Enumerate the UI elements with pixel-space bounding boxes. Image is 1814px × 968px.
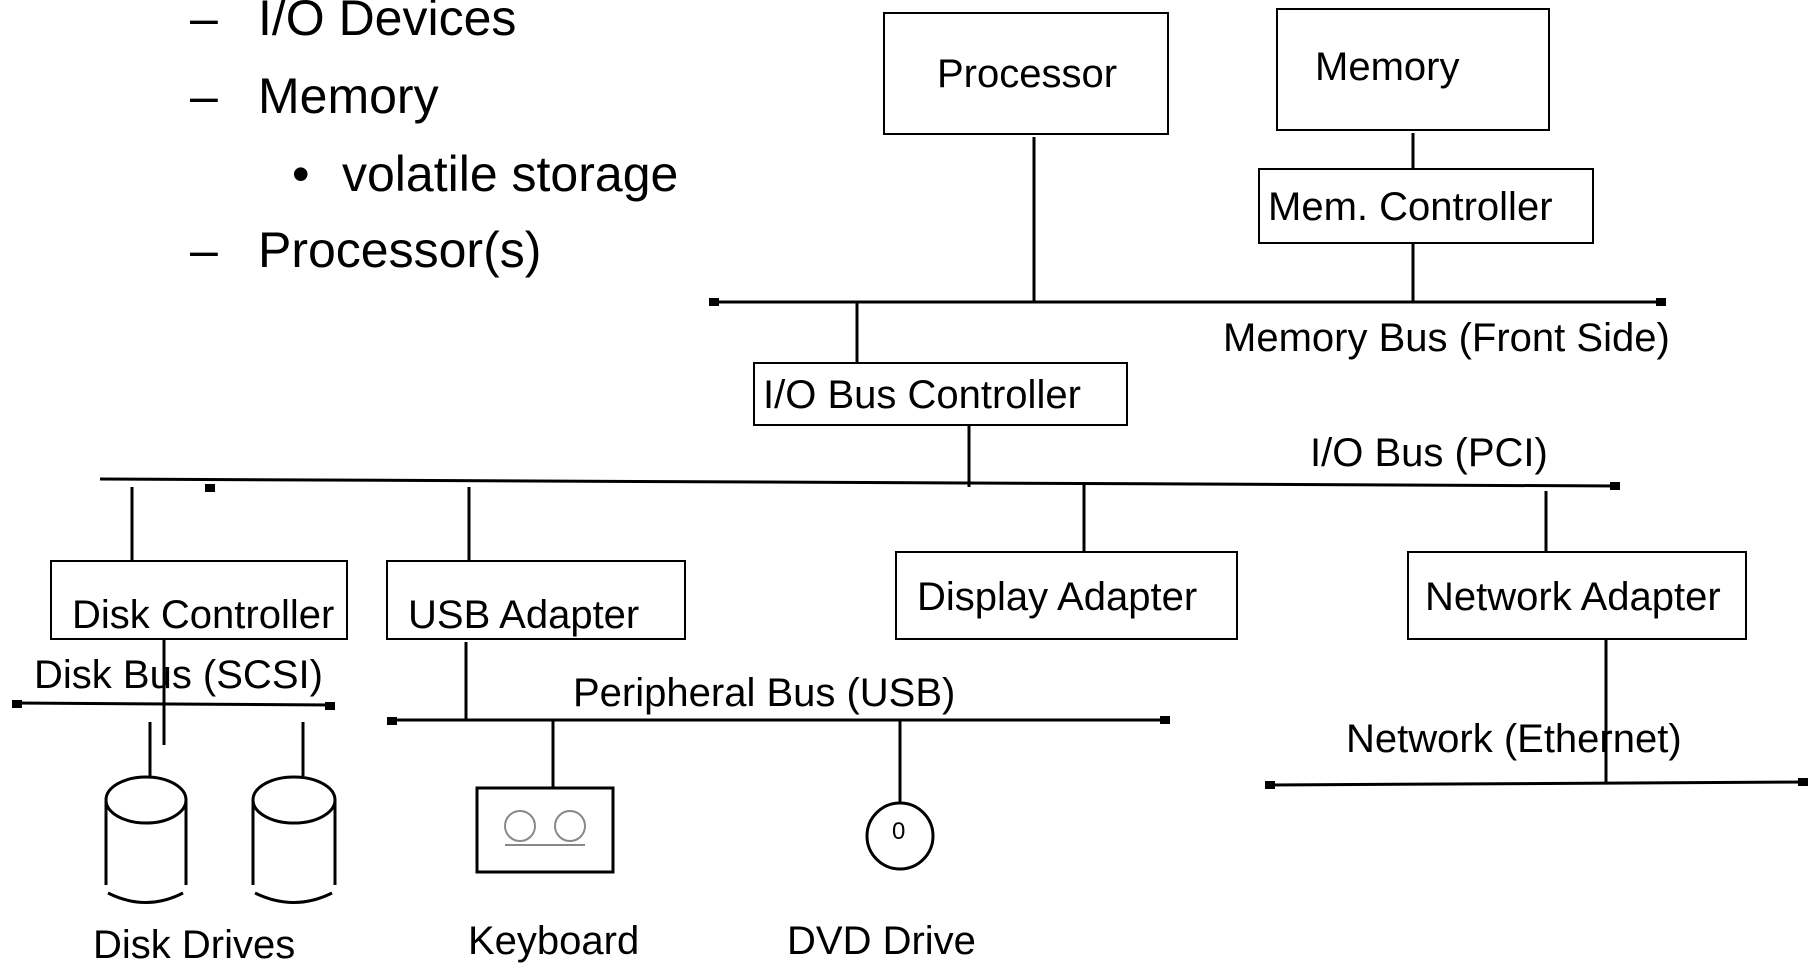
terminator — [1656, 298, 1666, 306]
usb-adapter-label: USB Adapter — [408, 593, 640, 637]
display-adapter-box: Display Adapter — [895, 551, 1238, 640]
peripheral-bus-label: Peripheral Bus (USB) — [573, 671, 956, 715]
disk-drives-label: Disk Drives — [93, 923, 296, 967]
bullet-dot: • — [292, 146, 310, 202]
terminator — [325, 702, 335, 710]
terminator — [12, 700, 22, 708]
mem-controller-box: Mem. Controller — [1258, 168, 1594, 244]
bullet-dash: – — [190, 0, 218, 46]
disk-controller-box: Disk Controller — [50, 560, 348, 640]
network-line — [1267, 780, 1809, 787]
io-bus-controller-label: I/O Bus Controller — [763, 373, 1081, 417]
processor-label: Processor — [937, 52, 1118, 96]
terminator — [1160, 716, 1170, 724]
network-label: Network (Ethernet) — [1346, 717, 1682, 761]
keyboard-icon — [475, 786, 615, 874]
bullet-io-devices: I/O Devices — [258, 0, 517, 46]
dvd-drive-icon — [865, 801, 935, 871]
network-adapter-box: Network Adapter — [1407, 551, 1747, 640]
memory-bus-label: Memory Bus (Front Side) — [1223, 316, 1670, 360]
terminator — [1798, 778, 1808, 786]
io-bus-controller-box: I/O Bus Controller — [753, 362, 1128, 426]
display-adapter-label: Display Adapter — [917, 575, 1198, 619]
terminator — [1265, 781, 1275, 789]
dvd-drive-label: DVD Drive — [787, 919, 976, 963]
io-bus-label: I/O Bus (PCI) — [1310, 431, 1548, 475]
terminator — [709, 298, 719, 306]
terminator — [1610, 482, 1620, 490]
disk-bus-label: Disk Bus (SCSI) — [34, 653, 323, 697]
network-adapter-label: Network Adapter — [1425, 575, 1721, 619]
memory-box: Memory — [1276, 8, 1550, 131]
bullet-dash: – — [190, 68, 218, 124]
bullet-volatile-storage: volatile storage — [342, 146, 679, 202]
bullet-dash: – — [190, 222, 218, 278]
disk-controller-label: Disk Controller — [72, 593, 335, 637]
disk-drive-icon — [251, 775, 337, 904]
mem-controller-label: Mem. Controller — [1268, 185, 1553, 229]
processor-box: Processor — [883, 12, 1169, 135]
dvd-glyph: 0 — [892, 818, 906, 845]
usb-adapter-box: USB Adapter — [386, 560, 686, 640]
disk-bus-line — [14, 701, 334, 707]
keyboard-label: Keyboard — [468, 919, 640, 963]
io-bus-line — [99, 477, 1621, 488]
bullet-processors: Processor(s) — [258, 222, 542, 278]
terminator — [205, 484, 215, 492]
memory-label: Memory — [1315, 45, 1460, 89]
bullet-memory: Memory — [258, 68, 439, 124]
terminator — [387, 717, 397, 725]
disk-drive-icon — [104, 775, 188, 904]
